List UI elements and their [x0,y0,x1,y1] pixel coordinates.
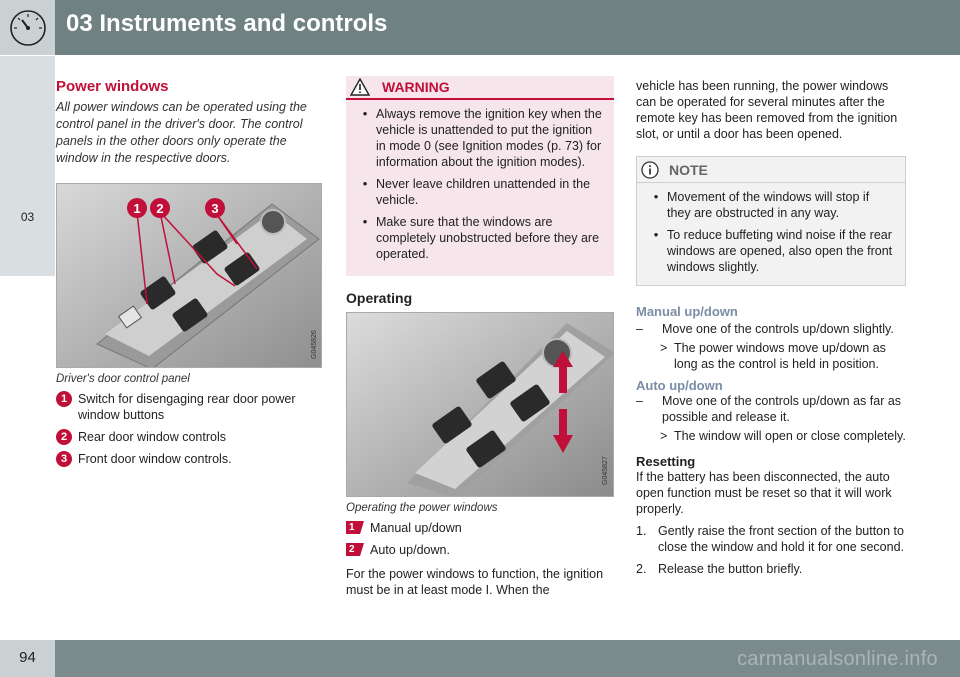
speedometer-icon [10,10,46,46]
page-footer [0,640,960,677]
column-2: WARNING •Always remove the ignition key … [346,76,614,598]
warning-item: •Always remove the ignition key when the… [362,106,602,169]
legend-item: 1 Manual up/down [346,520,614,536]
photo-code: G045826 [311,330,318,359]
driver-door-panel-photo: 1 2 3 G045826 [56,183,322,368]
photo-callout-1: 1 [133,201,140,216]
body-paragraph: For the power windows to function, the i… [346,567,604,597]
warning-item: •Never leave children unattended in the … [362,176,591,207]
body-paragraph: vehicle has been running, the power wind… [636,79,898,141]
photo-callout-2: 2 [156,201,163,216]
body-paragraph: If the battery has been disconnected, th… [636,470,892,516]
page-number-box [0,640,55,677]
resetting-heading: Resetting [636,454,696,469]
legend-flag: 1 [346,520,364,535]
instruction-result: >The window will open or close completel… [660,429,906,443]
note-header: NOTE [637,157,905,183]
section-title-power-windows: Power windows [56,78,169,95]
operating-title: Operating [346,290,413,306]
legend-text: Rear door window controls [78,430,226,444]
legend-text: Manual up/down [370,521,462,535]
operating-windows-photo: G045827 [346,312,614,497]
intro-text: All power windows can be operated using … [56,100,307,165]
legend-item: 2 Auto up/down. [346,542,614,558]
warning-item: •Make sure that the windows are complete… [362,214,600,261]
legend-text: Front door window controls. [78,452,232,466]
photo-caption: Driver's door control panel [56,373,190,385]
instruction-step: –Move one of the controls up/down slight… [636,322,894,336]
page-header [0,0,960,55]
warning-triangle-icon [350,78,370,96]
note-title: NOTE [669,161,708,178]
header-icon-box [0,0,55,55]
warning-header: WARNING [346,76,614,100]
watermark: carmanualsonline.info [737,648,938,670]
column-1: Power windows All power windows can be o… [56,78,324,467]
legend-badge: 2 [56,429,72,445]
legend-text: Switch for disengaging rear door power w… [78,392,296,422]
page-number: 94 [19,649,36,666]
chapter-tab-label: 03 [20,210,35,224]
legend-badge: 1 [56,391,72,407]
numbered-step: 1.Gently raise the front section of the … [636,524,904,554]
instruction-result: >The power windows move up/down as long … [660,341,886,371]
auto-up-down-heading: Auto up/down [636,378,723,393]
page-title: 03 Instruments and controls [66,10,388,37]
note-box: NOTE •Movement of the windows will stop … [636,156,906,286]
legend-text: Auto up/down. [370,543,450,557]
photo-callout-3: 3 [211,201,218,216]
photo-code: G045827 [602,456,609,485]
info-icon [641,160,659,179]
warning-box: WARNING •Always remove the ignition key … [346,76,614,276]
chapter-tab [0,56,55,276]
legend-item: 2 Rear door window controls [56,429,324,445]
note-item: •To reduce buffeting wind noise if the r… [653,227,893,274]
manual-up-down-heading: Manual up/down [636,304,738,319]
note-item: •Movement of the windows will stop if th… [653,189,870,220]
legend-item: 3 Front door window controls. [56,451,324,467]
warning-title: WARNING [382,79,450,95]
operating-illustration: G045827 [347,313,613,496]
numbered-step: 2.Release the button briefly. [636,562,803,576]
legend-badge: 3 [56,451,72,467]
column-3: vehicle has been running, the power wind… [636,78,906,577]
instruction-step: –Move one of the controls up/down as far… [636,394,902,424]
door-panel-illustration: 1 2 3 G045826 [57,184,321,367]
legend-flag: 2 [346,542,364,557]
legend-item: 1 Switch for disengaging rear door power… [56,391,324,423]
photo-caption: Operating the power windows [346,502,498,514]
